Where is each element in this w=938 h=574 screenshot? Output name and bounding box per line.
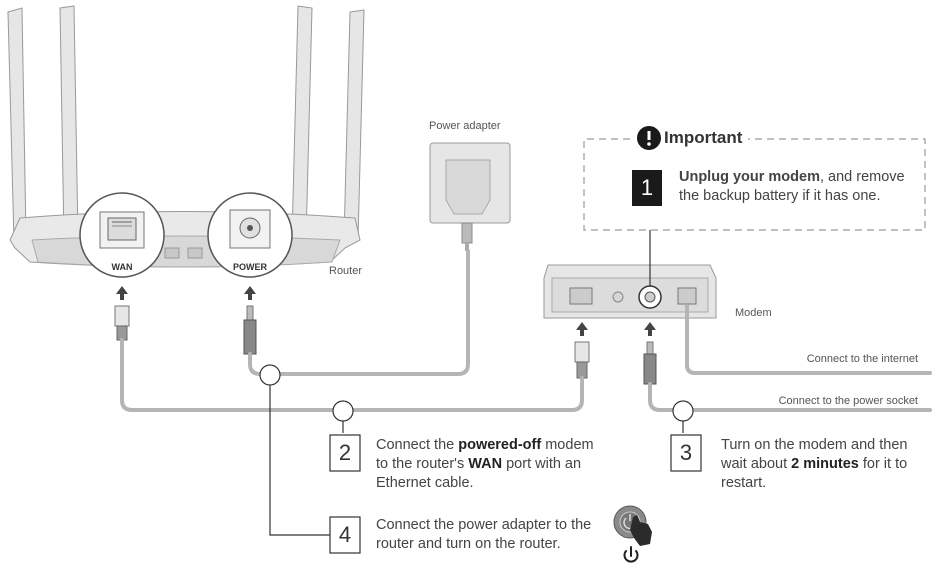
router-port-arrows	[116, 286, 256, 300]
power-port-label: POWER	[232, 262, 267, 272]
power-adapter-label: Power adapter	[429, 120, 501, 132]
modem-power-plug	[643, 341, 657, 385]
router-power-plug	[243, 305, 257, 355]
power-adapter	[429, 142, 511, 251]
modem-device	[543, 264, 717, 319]
important-step-number: 1	[640, 175, 654, 200]
step-4-number: 4	[338, 522, 352, 547]
router-body	[9, 211, 361, 268]
hand-pointer-icon	[630, 515, 652, 546]
important-box	[583, 138, 926, 231]
wan-port-label: WAN	[111, 262, 133, 272]
step-connectors	[259, 230, 694, 536]
step-4-text: Connect the power adapter to the router …	[376, 517, 592, 552]
step-number-boxes	[329, 434, 702, 554]
step-2-number: 2	[338, 440, 352, 465]
router-ethernet-plug	[114, 305, 130, 341]
modem-port-arrows	[576, 322, 656, 336]
step-3-text: Turn on the modem and then wait about 2 …	[721, 437, 908, 491]
connect-internet-label: Connect to the internet	[806, 353, 918, 365]
wan-port-circle	[79, 192, 165, 278]
important-text: Unplug your modem, and remove the backup…	[679, 168, 919, 206]
step-2-text: Connect the powered-off modem to the rou…	[376, 437, 594, 491]
router-antennas	[7, 5, 365, 243]
important-text-bold: Unplug your modem	[679, 169, 820, 185]
modem-label: Modem	[735, 307, 772, 319]
important-title: Important	[664, 128, 743, 147]
step-3-number: 3	[679, 440, 693, 465]
modem-ethernet-plug	[574, 341, 590, 379]
important-text-rest: , and remove the backup battery if it ha…	[679, 169, 905, 204]
connect-power-socket-label: Connect to the power socket	[778, 395, 918, 407]
power-symbol-icon	[623, 546, 639, 563]
power-port-circle	[207, 192, 293, 278]
exclamation-icon	[637, 126, 661, 150]
router-label: Router	[329, 265, 363, 277]
